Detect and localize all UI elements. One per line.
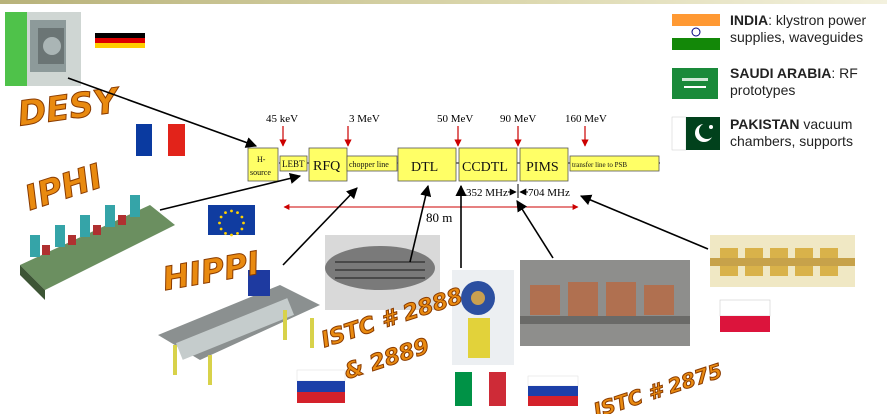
frequency-divider [508, 184, 528, 198]
rfq-label: RFQ [313, 159, 340, 174]
iphi-label: IPHI [20, 157, 107, 219]
chopper-line-label: chopper line [349, 160, 389, 169]
arrow-tank-to-dtl [409, 184, 432, 263]
legend-pakistan-country: PAKISTAN [730, 116, 800, 132]
germany-flag [95, 33, 145, 48]
arrow-hippi-to-chopper [282, 187, 358, 266]
poland-flag [719, 299, 771, 332]
energy-label-50mev: 50 MeV [437, 113, 473, 125]
italy-flag [455, 372, 506, 406]
transfer-line-label: transfer line to PSB [572, 161, 627, 169]
hippi-label: HIPPI [160, 244, 263, 298]
pakistan-flag [671, 116, 720, 151]
arrow-desy-to-hsource [67, 77, 258, 148]
hsource-label-line2: source [250, 168, 271, 177]
india-flag [672, 14, 720, 50]
legend-india: INDIA: klystron power supplies, waveguid… [730, 12, 885, 46]
energy-label-45kev: 45 keV [266, 113, 298, 125]
ccdtl-box [458, 147, 518, 182]
energy-label-90mev: 90 MeV [500, 113, 536, 125]
hippi-drawing [158, 270, 320, 385]
desy-photo [5, 12, 81, 86]
legend-india-country: INDIA [730, 12, 769, 28]
italy-module-photo [452, 270, 514, 365]
energy-markers [279, 126, 589, 147]
legend-saudi-arabia-country: SAUDI ARABIA [730, 65, 832, 81]
chopper-line-box [346, 155, 398, 172]
length-label: 80 m [426, 210, 452, 225]
top-banner [0, 0, 887, 4]
france-flag [136, 124, 185, 156]
desy-label: DESY [15, 81, 123, 135]
frequency-704-label: 704 MHz [528, 187, 570, 199]
lebt-label: LEBT [282, 159, 305, 169]
ccdtl-label: CCDTL [462, 160, 508, 175]
hsource-label-line1: H- [257, 155, 266, 164]
russia-flag-1 [296, 369, 346, 403]
legend-pakistan-text: vacuum chambers, supports [730, 116, 853, 149]
poland-ccdtl-drawing [710, 235, 855, 287]
transfer-line-box [569, 155, 660, 172]
pims-box [519, 147, 569, 182]
arrow-iphi-to-rfq [159, 172, 302, 211]
dtl-box [397, 147, 457, 182]
russia-flag-2 [527, 375, 579, 406]
arrow-pims-photo-to-pims [516, 200, 554, 259]
frequency-352-label: 352 MHz [466, 187, 508, 199]
istc-2875-label: ISTC # 2875 [591, 358, 726, 414]
hsource-box [247, 147, 279, 182]
energy-label-160mev: 160 MeV [565, 113, 607, 125]
energy-label-3mev: 3 MeV [349, 113, 380, 125]
pims-photo [520, 260, 690, 346]
legend-saudi-arabia-text: : RF prototypes [730, 65, 858, 98]
legend-pakistan: PAKISTAN vacuum chambers, supports [730, 116, 885, 150]
saudi-arabia-flag [672, 68, 718, 99]
legend-india-text: : klystron power supplies, waveguides [730, 12, 867, 45]
eu-flag [208, 205, 255, 237]
pims-label: PIMS [526, 160, 559, 175]
tank-photo [325, 235, 440, 310]
legend-saudi-arabia: SAUDI ARABIA: RF prototypes [730, 65, 885, 99]
dtl-label: DTL [411, 160, 438, 175]
lebt-box [279, 155, 308, 172]
rfq-box [308, 147, 348, 182]
arrow-poland-to-pims [579, 194, 709, 250]
iphi-rfq-drawing [20, 195, 175, 300]
